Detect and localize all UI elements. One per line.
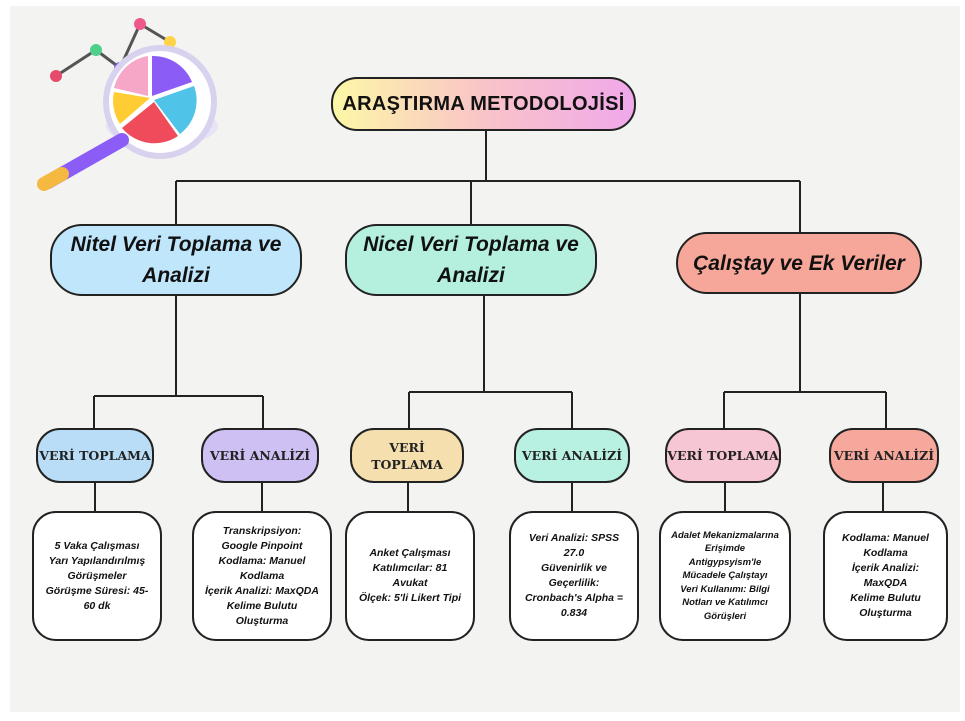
pie-chart-icon	[113, 55, 197, 144]
workshop-collection-details: Adalet Mekanizmalarına Erişimde Antigyps…	[659, 511, 791, 641]
detail-line: Kodlama: Manuel Kodlama	[218, 554, 306, 582]
workshop-analysis-label: VERİ ANALİZİ	[829, 428, 939, 483]
qualitative-collection-details: 5 Vaka Çalışması Yarı Yapılandırılmış Gö…	[32, 511, 162, 641]
line-point-icon	[90, 44, 102, 56]
chart-magnifier-icon	[37, 18, 218, 191]
quantitative-collection-label: VERİ TOPLAMA	[350, 428, 464, 483]
detail-line: Anket Çalışması	[369, 547, 451, 559]
category-qualitative: Nitel Veri Toplama ve Analizi	[50, 224, 302, 296]
detail-line: Görüşmeler	[67, 569, 127, 582]
detail-line: Ölçek: 5'li Likert Tipi	[358, 592, 462, 604]
diagram-title: ARAŞTIRMA METODOLOJİSİ	[331, 77, 636, 131]
qualitative-analysis-label: VERİ ANALİZİ	[201, 428, 319, 483]
detail-line: 5 Vaka Çalışması	[54, 539, 140, 552]
line-point-icon	[164, 36, 176, 48]
category-workshop: Çalıştay ve Ek Veriler	[676, 232, 922, 294]
quantitative-collection-details: Anket Çalışması Katılımcılar: 81 Avukat …	[345, 511, 475, 641]
detail-line: İçerik Analizi: MaxQDA	[851, 562, 920, 589]
detail-line: Veri Analizi: SPSS 27.0	[528, 532, 620, 559]
detail-line: İçerik Analizi: MaxQDA	[205, 584, 319, 597]
detail-line: Katılımcılar: 81 Avukat	[372, 562, 448, 589]
quantitative-analysis-details: Veri Analizi: SPSS 27.0 Güvenirlik ve Ge…	[509, 511, 639, 641]
detail-line: Transkripsiyon: Google Pinpoint	[221, 524, 303, 552]
detail-line: Adalet Mekanizmalarına Erişimde Antigyps…	[671, 529, 779, 582]
quantitative-analysis-label: VERİ ANALİZİ	[514, 428, 630, 483]
detail-line: Güvenirlik ve Geçerlilik: Cronbach's Alp…	[524, 562, 624, 619]
workshop-analysis-details: Kodlama: Manuel Kodlama İçerik Analizi: …	[823, 511, 948, 641]
qualitative-analysis-details: Transkripsiyon: Google Pinpoint Kodlama:…	[192, 511, 332, 641]
detail-line: Kodlama: Manuel Kodlama	[842, 532, 929, 559]
category-quantitative: Nicel Veri Toplama ve Analizi	[345, 224, 597, 296]
detail-line: Görüşme Süresi: 45-60 dk	[45, 584, 149, 612]
qualitative-collection-label: VERİ TOPLAMA	[36, 428, 154, 483]
workshop-collection-label: VERİ TOPLAMA	[665, 428, 781, 483]
detail-line: Kelime Bulutu Oluşturma	[850, 592, 921, 619]
line-point-icon	[134, 18, 146, 30]
detail-line: Yarı Yapılandırılmış	[48, 554, 146, 567]
detail-line: Veri Kullanımı: Bilgi Notları ve Katılım…	[680, 583, 770, 622]
detail-line: Kelime Bulutu Oluşturma	[226, 599, 298, 627]
line-point-icon	[50, 70, 62, 82]
